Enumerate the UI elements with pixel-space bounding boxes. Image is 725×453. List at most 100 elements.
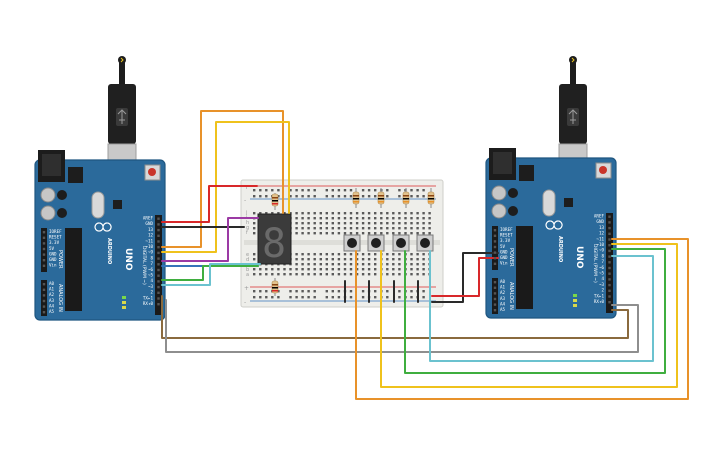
header-pin[interactable]: [42, 247, 46, 251]
wire-green-left[interactable]: [161, 265, 259, 281]
terminal-hole: [301, 232, 304, 235]
header-pin[interactable]: [493, 245, 497, 249]
pin-label: GND: [596, 219, 604, 224]
rail-hole: [313, 195, 316, 198]
header-pin[interactable]: [42, 242, 46, 245]
terminal-hole: [325, 217, 328, 220]
header-pin[interactable]: [157, 228, 160, 232]
header-pin[interactable]: [42, 294, 46, 297]
wire-red-left[interactable]: [161, 185, 258, 223]
resistor[interactable]: [427, 188, 435, 208]
wire-cyan-left[interactable]: [161, 263, 261, 286]
resistor[interactable]: [377, 188, 385, 208]
header-pin[interactable]: [493, 297, 497, 301]
header-pin[interactable]: [157, 268, 160, 272]
wire-yellow-button[interactable]: [380, 243, 678, 388]
wire-orange-top[interactable]: [161, 110, 284, 248]
wire-cyan-button[interactable]: [429, 250, 654, 362]
header-pin[interactable]: [608, 226, 611, 230]
header-pin[interactable]: [42, 236, 46, 239]
header-pin[interactable]: [157, 257, 160, 260]
reset-button-cap-right[interactable]: [599, 166, 607, 174]
header-pin[interactable]: [608, 278, 611, 281]
terminal-hole: [398, 222, 401, 225]
terminal-hole: [367, 222, 371, 225]
header-pin[interactable]: [42, 299, 46, 303]
header-pin[interactable]: [608, 255, 611, 258]
header-pin[interactable]: [493, 309, 497, 312]
header-pin[interactable]: [608, 215, 611, 218]
terminal-hole: [313, 222, 316, 225]
header-pin[interactable]: [157, 303, 160, 306]
wire-black-right[interactable]: [431, 252, 499, 303]
seven-segment-display[interactable]: 8: [257, 213, 292, 267]
header-pin[interactable]: [608, 249, 611, 253]
resistor[interactable]: [271, 278, 279, 296]
pin-label: ~3: [148, 284, 154, 289]
header-pin[interactable]: [608, 266, 611, 270]
header-pin[interactable]: [608, 238, 611, 241]
header-pin[interactable]: [608, 244, 611, 247]
header-pin[interactable]: [493, 240, 497, 243]
terminal-hole: [337, 258, 341, 261]
rail-hole: [253, 290, 256, 293]
header-pin[interactable]: [493, 281, 497, 284]
resistor[interactable]: [402, 188, 410, 208]
pushbutton-4[interactable]: [416, 234, 434, 252]
header-pin[interactable]: [493, 303, 497, 306]
header-pin[interactable]: [42, 231, 46, 234]
reset-button-cap-left[interactable]: [148, 168, 156, 176]
header-pin[interactable]: [157, 217, 160, 220]
header-pin[interactable]: [42, 288, 46, 291]
pushbutton-2[interactable]: [367, 234, 385, 252]
terminal-hole: [410, 253, 413, 256]
resistor[interactable]: [352, 188, 360, 208]
header-pin[interactable]: [493, 257, 497, 260]
header-pin[interactable]: [42, 305, 46, 308]
wire-brown[interactable]: [161, 295, 629, 339]
header-pin[interactable]: [157, 280, 160, 283]
header-pin[interactable]: [493, 286, 497, 289]
header-pin[interactable]: [608, 283, 611, 287]
header-pin[interactable]: [608, 261, 611, 264]
wire-red-right[interactable]: [431, 257, 499, 297]
wire-purple[interactable]: [161, 217, 259, 262]
pushbutton-1[interactable]: [343, 234, 361, 252]
header-pin[interactable]: [157, 251, 160, 255]
header-pin[interactable]: [608, 295, 611, 298]
header-pin[interactable]: [157, 291, 160, 294]
header-pin[interactable]: [157, 285, 160, 289]
header-pin[interactable]: [608, 272, 611, 275]
header-pin[interactable]: [42, 253, 46, 256]
header-pin[interactable]: [608, 301, 611, 304]
header-pin[interactable]: [157, 240, 160, 243]
terminal-hole: [367, 273, 371, 276]
header-pin[interactable]: [608, 232, 611, 235]
header-pin[interactable]: [493, 262, 497, 265]
resistor[interactable]: [271, 193, 279, 210]
wire-orange-button[interactable]: [355, 238, 689, 400]
wire-gray[interactable]: [165, 299, 639, 353]
header-pin[interactable]: [493, 251, 497, 254]
header-pin[interactable]: [493, 229, 497, 232]
header-pin[interactable]: [157, 223, 160, 226]
wire-yellow-top[interactable]: [161, 121, 290, 253]
header-pin[interactable]: [157, 246, 160, 249]
header-pin[interactable]: [42, 259, 46, 262]
header-pin[interactable]: [493, 234, 497, 237]
header-pin[interactable]: [493, 292, 497, 295]
header-pin[interactable]: [157, 274, 160, 277]
header-pin[interactable]: [42, 283, 46, 286]
pushbutton-3[interactable]: [392, 234, 410, 252]
header-pin[interactable]: [608, 221, 611, 224]
header-pin[interactable]: [42, 264, 46, 267]
header-pin[interactable]: [157, 297, 160, 300]
header-pin[interactable]: [42, 311, 46, 314]
header-pin[interactable]: [157, 263, 160, 266]
header-pin[interactable]: [608, 289, 611, 292]
header-pin[interactable]: [157, 234, 160, 237]
wire-green-button[interactable]: [404, 248, 666, 374]
usb-cable-end-left: [118, 56, 126, 64]
